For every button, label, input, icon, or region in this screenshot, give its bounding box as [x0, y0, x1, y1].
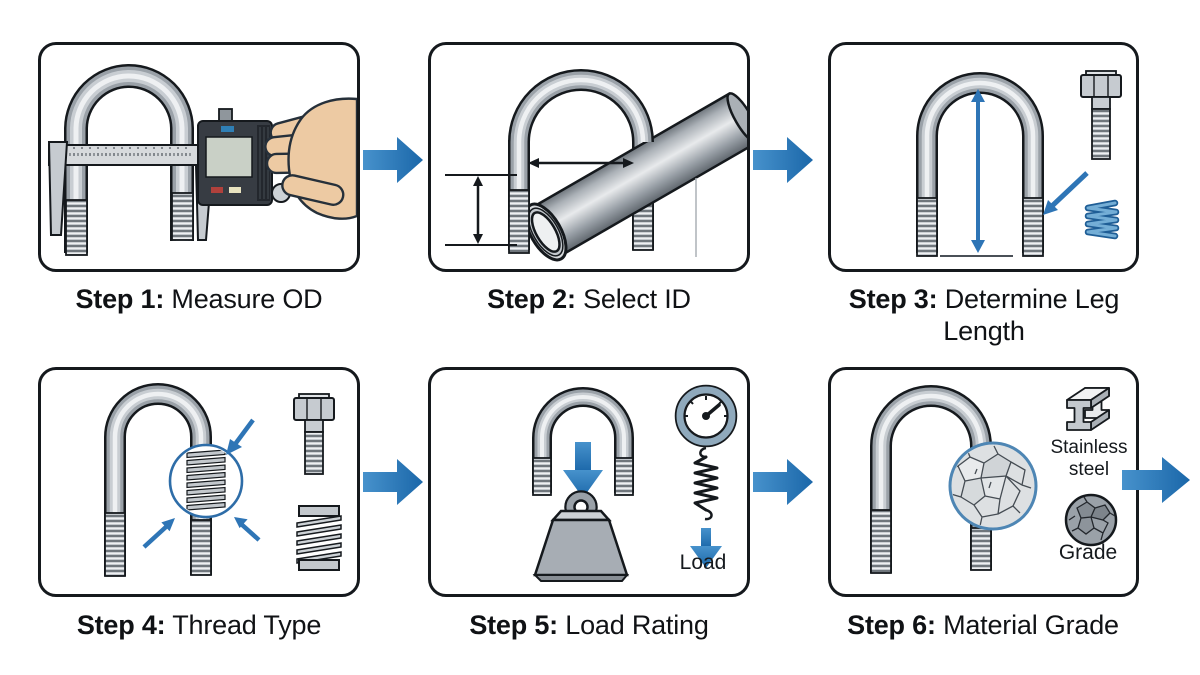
height-measure-arrow-icon [445, 174, 517, 246]
step-6-caption: Step 6: Material Grade [813, 609, 1153, 641]
pipe-icon [524, 92, 747, 262]
step-6-panel [828, 367, 1139, 597]
step-6-caption-text: Material Grade [935, 610, 1119, 640]
u-bolt-icon [917, 83, 1043, 256]
load-arrow-icon [563, 442, 603, 498]
id-measure-arrow-icon [528, 158, 634, 168]
step-2-caption-text: Select ID [575, 284, 691, 314]
u-bolt-icon [533, 397, 633, 495]
flow-arrow-1 [363, 137, 423, 183]
step-4-caption: Step 4: Thread Type [39, 609, 359, 641]
step-3-caption: Step 3: Determine Leg Length [843, 283, 1125, 348]
step-4-illustration [41, 370, 342, 594]
step-2-panel [428, 42, 750, 272]
coarse-thread-icon [296, 505, 342, 571]
step-6-caption-bold: Step 6: [847, 610, 936, 640]
leg-length-arrow-icon [971, 89, 985, 253]
u-bolt-icon [105, 394, 211, 576]
step-1-caption: Step 1: Measure OD [39, 283, 359, 315]
stainless-steel-label: Stainless steel [1050, 437, 1128, 481]
step-2-caption: Step 2: Select ID [429, 283, 749, 315]
step-3-caption-bold: Step 3: [848, 284, 938, 314]
weight-icon [532, 490, 630, 582]
i-beam-icon [1066, 387, 1110, 431]
grade-label: Grade [1058, 541, 1118, 564]
flow-arrow-5 [1122, 457, 1190, 503]
step-5-caption-text: Load Rating [557, 610, 709, 640]
step-5-panel [428, 367, 750, 597]
u-bolt-icon [66, 76, 193, 255]
spring-icon [1084, 199, 1120, 240]
digital-caliper-icon [47, 108, 342, 241]
grade-sample-icon [1064, 493, 1118, 547]
spring-scale-icon [674, 384, 738, 568]
step-5-caption: Step 5: Load Rating [429, 609, 749, 641]
thread-magnifier-icon [168, 443, 244, 519]
step-2-illustration [445, 45, 747, 262]
step-6-illustration [831, 370, 1118, 594]
step-3-panel [828, 42, 1139, 272]
step-4-panel [38, 367, 360, 597]
step-5-illustration [431, 384, 738, 582]
grain-magnifier-icon [948, 441, 1038, 531]
load-label: Load [679, 551, 727, 574]
step-5-caption-bold: Step 5: [469, 610, 558, 640]
u-bolt-front-leg [509, 80, 643, 253]
hand-icon [264, 97, 357, 220]
step-2-caption-bold: Step 2: [487, 284, 576, 314]
step-4-caption-bold: Step 4: [76, 610, 166, 640]
flow-arrow-4 [753, 459, 813, 505]
hex-bolt-icon [293, 393, 335, 475]
step-1-panel [38, 42, 360, 272]
step-1-caption-bold: Step 1: [75, 284, 165, 314]
step-3-illustration [831, 70, 1122, 269]
step-4-caption-text: Thread Type [165, 610, 322, 640]
step-3-caption-text: Determine Leg Length [937, 284, 1120, 347]
pointer-arrow-icon [1043, 171, 1089, 215]
step-1-illustration [47, 45, 357, 269]
hex-bolt-icon [1080, 70, 1122, 160]
step-1-caption-text: Measure OD [164, 284, 323, 314]
flow-arrow-3 [363, 459, 423, 505]
flow-arrow-2 [753, 137, 813, 183]
